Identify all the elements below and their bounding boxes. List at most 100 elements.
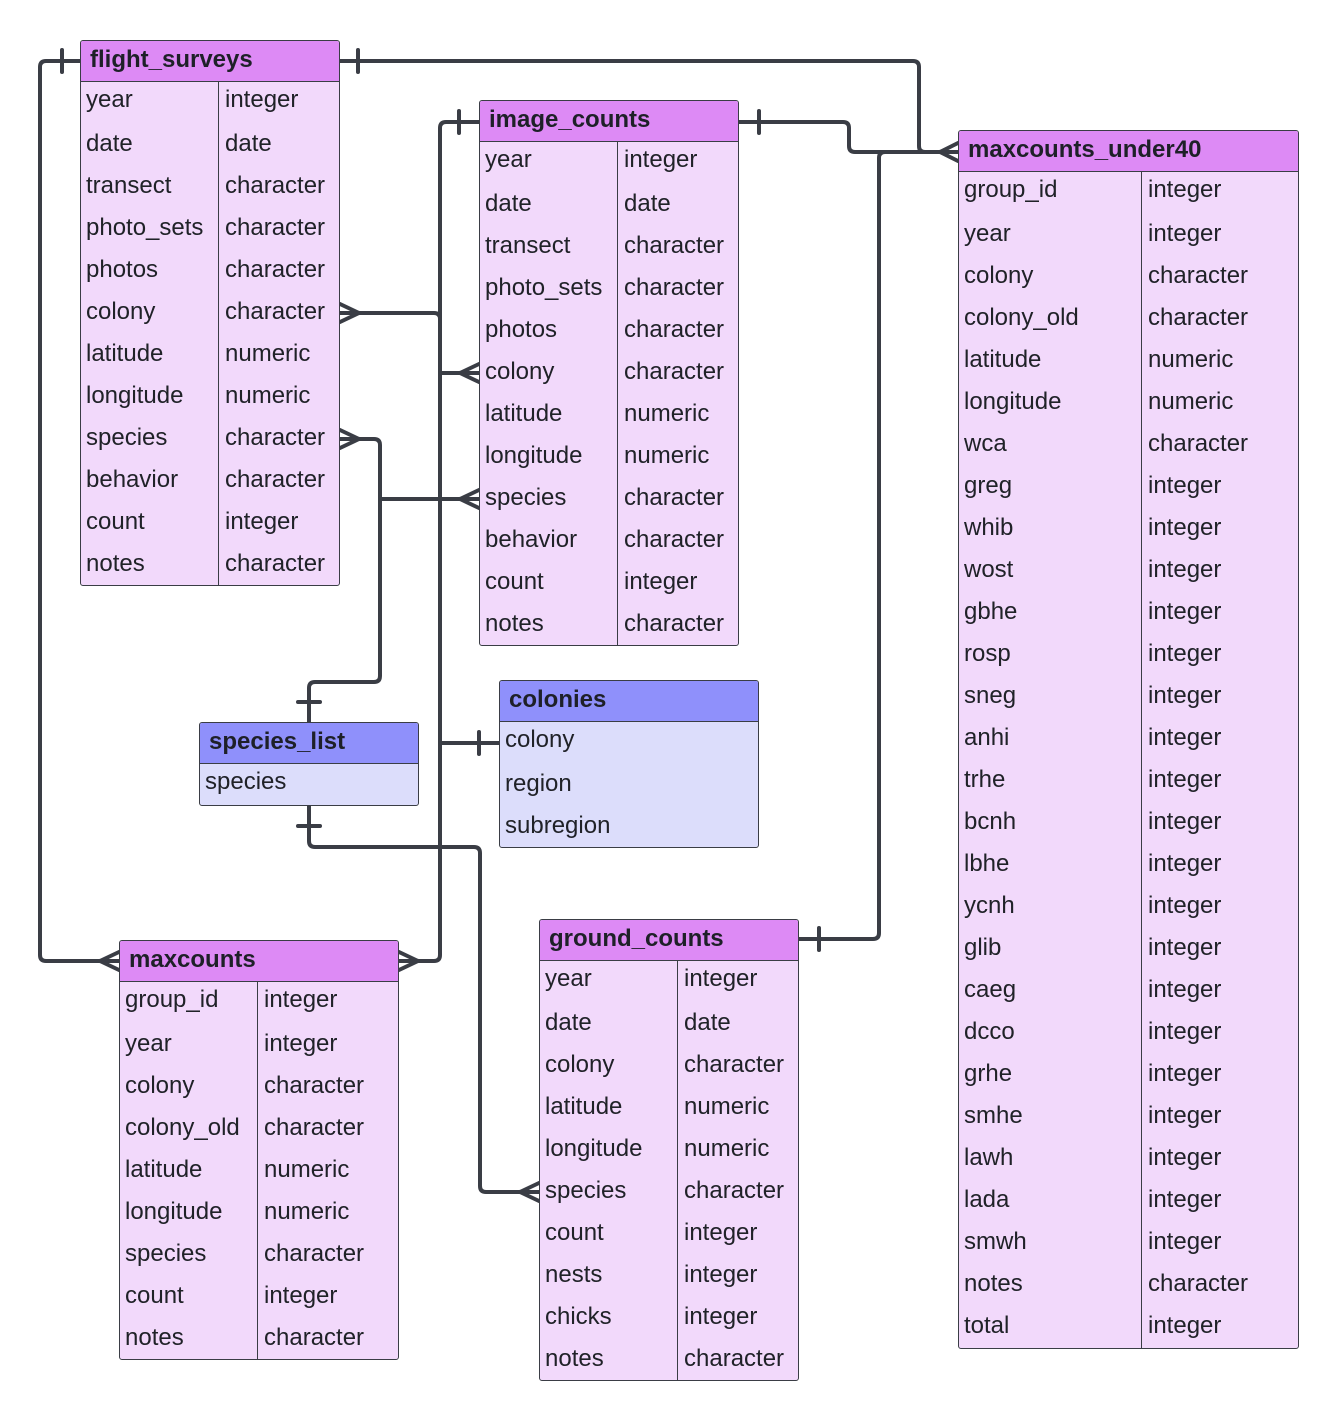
field-type: character <box>684 1345 785 1372</box>
field-row[interactable]: subregion <box>500 806 758 847</box>
field-type: integer <box>1148 1144 1222 1171</box>
field-name: group_id <box>125 986 219 1013</box>
entity-species-list[interactable]: species_list species <box>199 722 419 806</box>
field-type: character <box>624 526 725 553</box>
field-type: integer <box>1148 682 1222 709</box>
field-type: integer <box>1148 556 1222 583</box>
field-name: notes <box>964 1270 1023 1297</box>
field-row[interactable]: colony <box>500 722 758 764</box>
field-type: date <box>225 130 272 157</box>
field-name: latitude <box>545 1093 623 1120</box>
many-marker <box>458 488 481 510</box>
field-row[interactable]: region <box>500 764 758 806</box>
field-name: colony <box>545 1051 615 1078</box>
column-divider <box>218 82 219 585</box>
field-name: rosp <box>964 640 1011 667</box>
many-marker <box>338 302 361 324</box>
field-type: integer <box>1148 1312 1222 1339</box>
field-type: character <box>225 214 326 241</box>
field-row[interactable]: species <box>200 764 418 805</box>
field-name: species <box>125 1240 207 1267</box>
field-name: transect <box>485 232 571 259</box>
